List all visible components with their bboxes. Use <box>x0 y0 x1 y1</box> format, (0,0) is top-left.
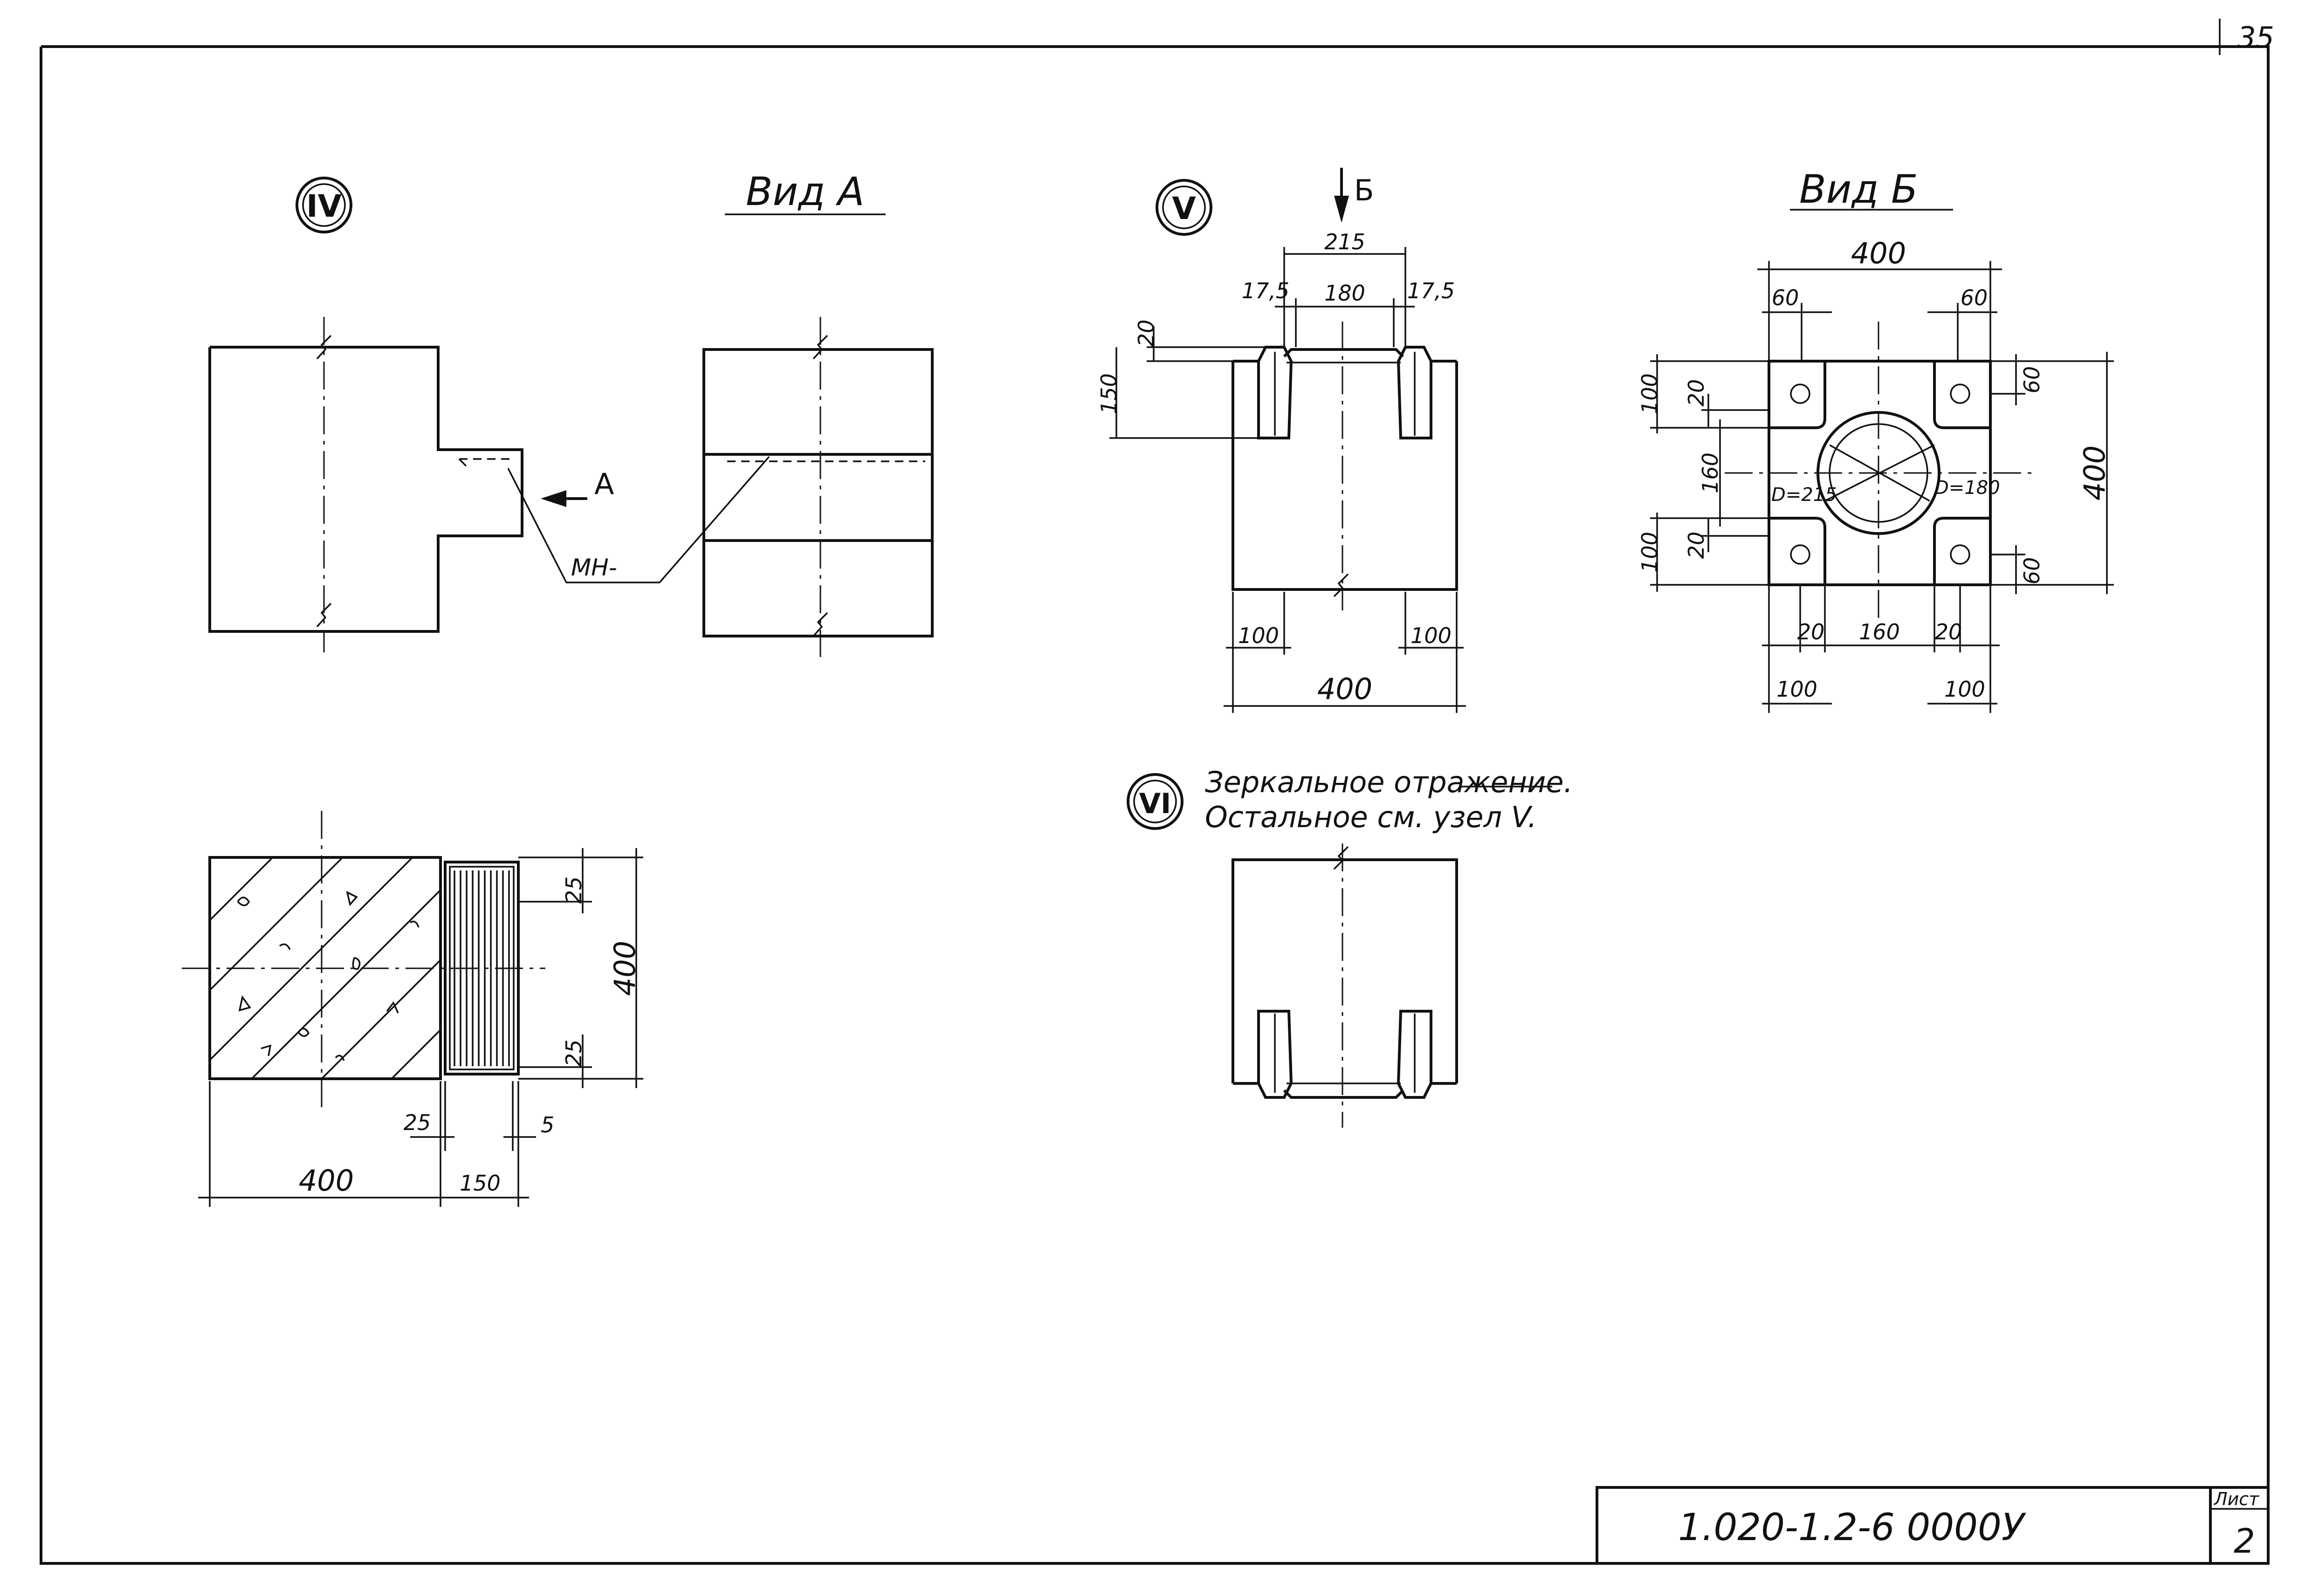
dim-b-100-lb: 100 <box>1637 532 1662 573</box>
dim-b-60-tl: 60 <box>1772 285 1799 310</box>
view-b: Вид Б D=215 D=180 400 60 60 <box>1637 166 2114 713</box>
dim-v-400: 400 <box>1317 672 1372 706</box>
node-v-marker: V <box>1156 179 1212 236</box>
dim-b-20-bl: 20 <box>1797 619 1825 644</box>
page-number: 35 <box>2237 21 2274 55</box>
dim-b-160-left: 160 <box>1698 452 1723 493</box>
dim-s-25-gap: 25 <box>404 1110 431 1135</box>
dim-b-60-rb: 60 <box>2019 557 2044 585</box>
view-b-title: Вид Б <box>1799 166 1918 212</box>
dim-b-d180: D=180 <box>1934 477 2000 499</box>
dim-s-5-gap: 5 <box>541 1112 554 1137</box>
dim-b-100-br: 100 <box>1944 677 1985 702</box>
view-a-arrow-label: А <box>594 467 614 501</box>
dim-b-60-rt: 60 <box>2019 366 2044 394</box>
dim-b-160-bottom: 160 <box>1859 619 1900 644</box>
node-iv-marker: IV <box>296 177 352 233</box>
dim-b-60-tr: 60 <box>1961 285 1988 310</box>
dim-v-17-5-right: 17,5 <box>1407 278 1455 303</box>
node-vi-note-line2: Остальное см. узел V. <box>1205 800 1537 834</box>
node-iv: IV А МН- <box>208 177 770 652</box>
view-b-arrow-label: Б <box>1354 173 1374 207</box>
node-v: V Б 215 180 17,5 17,5 20 <box>1096 168 1466 713</box>
view-a-title: Вид А <box>746 169 864 214</box>
view-a-arrow: А <box>541 467 614 507</box>
dim-v-150: 150 <box>1096 373 1122 414</box>
concrete-hatch <box>209 856 441 1080</box>
sheet-number: 2 <box>2234 1521 2255 1561</box>
dim-b-100-bl: 100 <box>1776 677 1817 702</box>
dim-b-d215: D=215 <box>1771 484 1837 506</box>
section-view: 25 400 25 25 5 400 150 <box>182 811 643 1207</box>
dim-b-20-br: 20 <box>1935 619 1962 644</box>
dim-s-150-width: 150 <box>460 1171 501 1196</box>
dim-v-20: 20 <box>1134 320 1159 347</box>
node-v-marker-label: V <box>1172 191 1196 226</box>
title-block: 1.020-1.2-6 0000У Лист 2 <box>1596 1486 2270 1565</box>
view-a: Вид А <box>702 169 934 657</box>
node-iv-marker-label: IV <box>306 188 342 224</box>
dim-v-100-right: 100 <box>1411 623 1452 648</box>
dim-s-25-bottom: 25 <box>561 1040 586 1067</box>
node-vi: VI Зеркальное отражение. Остальное см. у… <box>1127 765 1573 1128</box>
dim-b-20-lt: 20 <box>1684 379 1709 407</box>
sheet-label: Лист <box>2213 1489 2260 1509</box>
node-vi-note-line1: Зеркальное отражение. <box>1205 765 1573 799</box>
dim-b-100-lt: 100 <box>1637 373 1662 414</box>
dim-s-400-width: 400 <box>299 1164 354 1198</box>
node-vi-marker: VI <box>1127 773 1184 830</box>
dim-v-215: 215 <box>1324 229 1365 254</box>
dim-v-180: 180 <box>1324 281 1365 306</box>
node-vi-marker-label: VI <box>1139 788 1171 820</box>
dim-s-400-height: 400 <box>608 941 642 996</box>
dim-s-25-top: 25 <box>561 877 586 904</box>
document-code: 1.020-1.2-6 0000У <box>1678 1506 2027 1549</box>
dim-v-17-5-left: 17,5 <box>1242 278 1289 303</box>
leader-label: МН- <box>571 554 617 581</box>
view-b-arrow: Б <box>1334 168 1374 223</box>
dim-v-100-left: 100 <box>1238 623 1279 648</box>
dim-b-400-top: 400 <box>1851 236 1906 270</box>
dim-b-20-lb: 20 <box>1684 532 1709 559</box>
dim-b-400-right: 400 <box>2078 445 2112 500</box>
